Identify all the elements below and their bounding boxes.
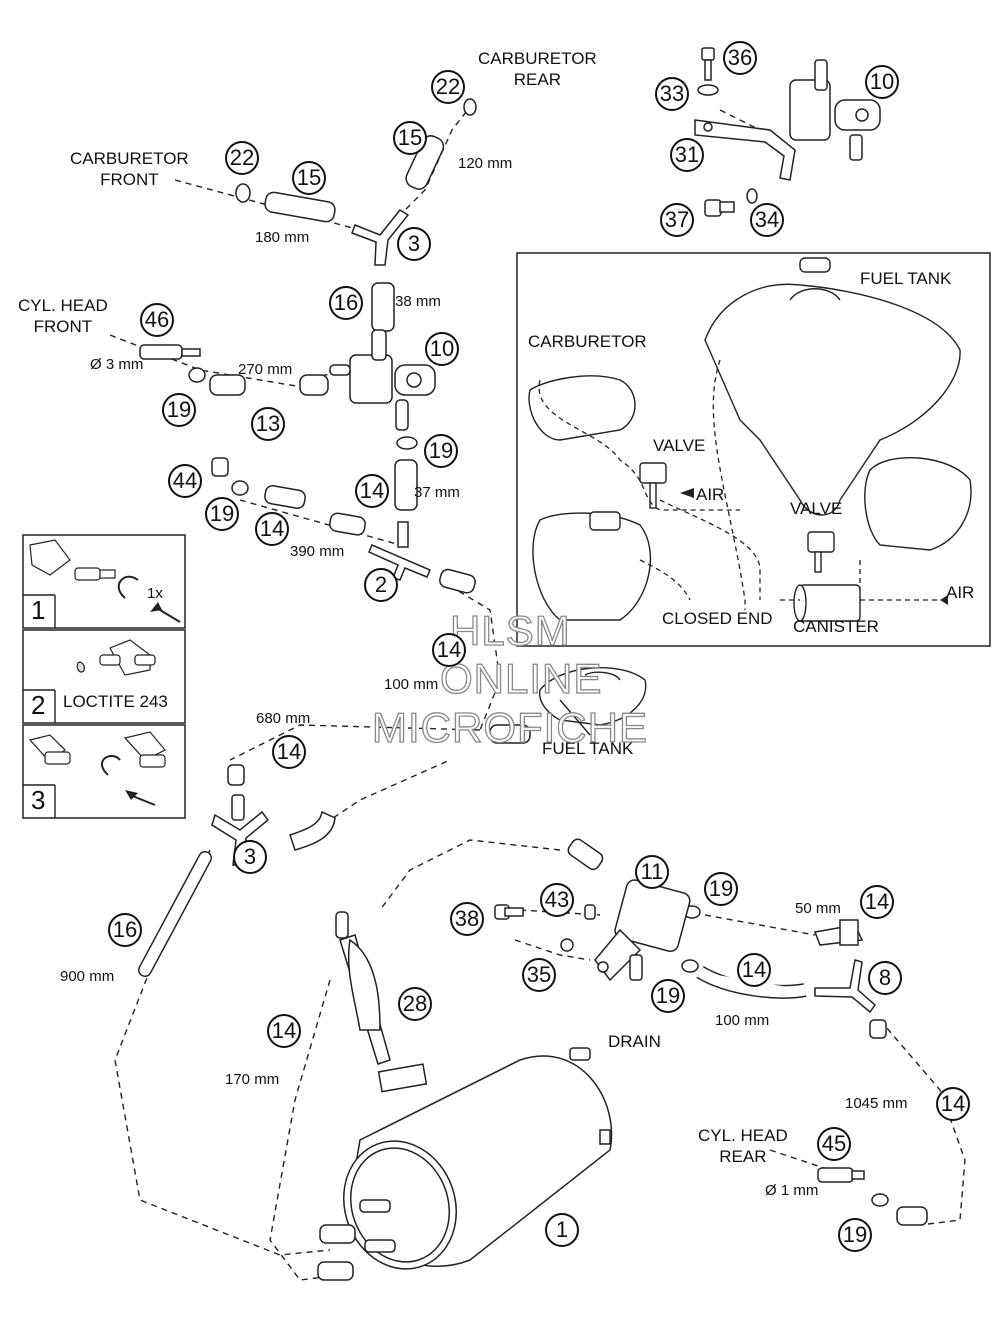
- callout-31: 31: [670, 138, 704, 172]
- step-2-text: LOCTITE 243: [63, 692, 168, 711]
- callout-14-f: 14: [737, 953, 771, 987]
- measure-120mm: 120 mm: [458, 155, 513, 172]
- watermark-line-2: ONLINE: [439, 654, 603, 702]
- measure-390mm: 390 mm: [290, 543, 345, 560]
- callout-35: 35: [522, 958, 556, 992]
- parts: [138, 47, 928, 1281]
- callout-22-front: 22: [225, 141, 259, 175]
- callout-19-b: 19: [424, 434, 458, 468]
- measure-dia-3mm: Ø 3 mm: [90, 356, 144, 373]
- measure-1045mm: 1045 mm: [845, 1095, 908, 1112]
- callout-16-top: 16: [329, 286, 363, 320]
- measure-900mm: 900 mm: [60, 968, 115, 985]
- inset-valve-label-1: VALVE: [653, 436, 706, 455]
- callout-1: 1: [545, 1213, 579, 1247]
- callout-15-front: 15: [292, 161, 326, 195]
- callout-19-e: 19: [651, 979, 685, 1013]
- measure-dia-1mm: Ø 1 mm: [765, 1182, 819, 1199]
- callout-19-c: 19: [205, 497, 239, 531]
- callout-16-bottom: 16: [108, 913, 142, 947]
- callout-14-c: 14: [432, 633, 466, 667]
- callout-15-rear: 15: [393, 121, 427, 155]
- measure-100mm-b: 100 mm: [715, 1012, 770, 1029]
- inset-valve-label-2: VALVE: [790, 499, 843, 518]
- callout-44: 44: [168, 464, 202, 498]
- carburetor-front-label: CARBURETOR FRONT: [70, 149, 189, 189]
- callout-14-g: 14: [267, 1014, 301, 1048]
- callout-36: 36: [723, 41, 757, 75]
- fuel-tank-sketch: [538, 666, 647, 736]
- measure-37mm: 37 mm: [414, 484, 460, 501]
- measure-100mm-a: 100 mm: [384, 676, 439, 693]
- drain-label: DRAIN: [608, 1032, 661, 1051]
- measure-180mm: 180 mm: [255, 229, 310, 246]
- callout-11: 11: [635, 855, 669, 889]
- callout-22-rear: 22: [431, 70, 465, 104]
- callout-14-d: 14: [272, 735, 306, 769]
- callout-10-top: 10: [865, 65, 899, 99]
- step-1-text: 1x: [147, 585, 163, 602]
- inset-air-label-1: AIR: [696, 485, 725, 504]
- callout-38: 38: [450, 902, 484, 936]
- watermark-line-3: MICROFICHE: [371, 703, 648, 751]
- cyl-head-front-label: CYL. HEAD FRONT: [18, 296, 108, 336]
- callout-3-bottom: 3: [233, 840, 267, 874]
- measure-38mm: 38 mm: [395, 293, 441, 310]
- inset-frame: [516, 252, 991, 647]
- callout-14-h: 14: [936, 1087, 970, 1121]
- callout-34: 34: [750, 203, 784, 237]
- callout-14-a: 14: [355, 474, 389, 508]
- callout-2: 2: [364, 568, 398, 602]
- callout-19-f: 19: [838, 1218, 872, 1252]
- measure-270mm: 270 mm: [238, 361, 293, 378]
- cyl-head-rear-label: CYL. HEAD REAR: [698, 1126, 788, 1166]
- callout-14-e: 14: [860, 885, 894, 919]
- callout-8: 8: [868, 961, 902, 995]
- callout-19-d: 19: [704, 872, 738, 906]
- callout-46: 46: [140, 303, 174, 337]
- callout-10-mid: 10: [425, 332, 459, 366]
- callout-37: 37: [660, 203, 694, 237]
- inset-artwork: [528, 257, 972, 622]
- step-3-number: 3: [31, 785, 46, 815]
- measure-170mm: 170 mm: [225, 1071, 280, 1088]
- measure-50mm: 50 mm: [795, 900, 841, 917]
- callout-43: 43: [540, 883, 574, 917]
- inset-closed-end-label: CLOSED END: [662, 609, 773, 628]
- inset-air-label-2: AIR: [946, 583, 975, 602]
- step-1-number: 1: [31, 595, 46, 625]
- inset-carburetor-label: CARBURETOR: [528, 332, 647, 351]
- callout-28: 28: [398, 987, 432, 1021]
- callout-3-top: 3: [397, 227, 431, 261]
- measure-680mm: 680 mm: [256, 710, 311, 727]
- callout-14-b: 14: [255, 512, 289, 546]
- fuel-tank-label: FUEL TANK: [542, 739, 634, 758]
- inset-canister-label: CANISTER: [793, 617, 879, 636]
- step-2-number: 2: [31, 690, 46, 720]
- carburetor-rear-label: CARBURETOR REAR: [478, 49, 597, 89]
- callout-19-a: 19: [162, 393, 196, 427]
- watermark-line-1: HLSM: [449, 606, 571, 654]
- inset-fuel-tank-label: FUEL TANK: [860, 269, 952, 288]
- callout-45: 45: [817, 1127, 851, 1161]
- callout-33: 33: [655, 77, 689, 111]
- callout-13: 13: [251, 407, 285, 441]
